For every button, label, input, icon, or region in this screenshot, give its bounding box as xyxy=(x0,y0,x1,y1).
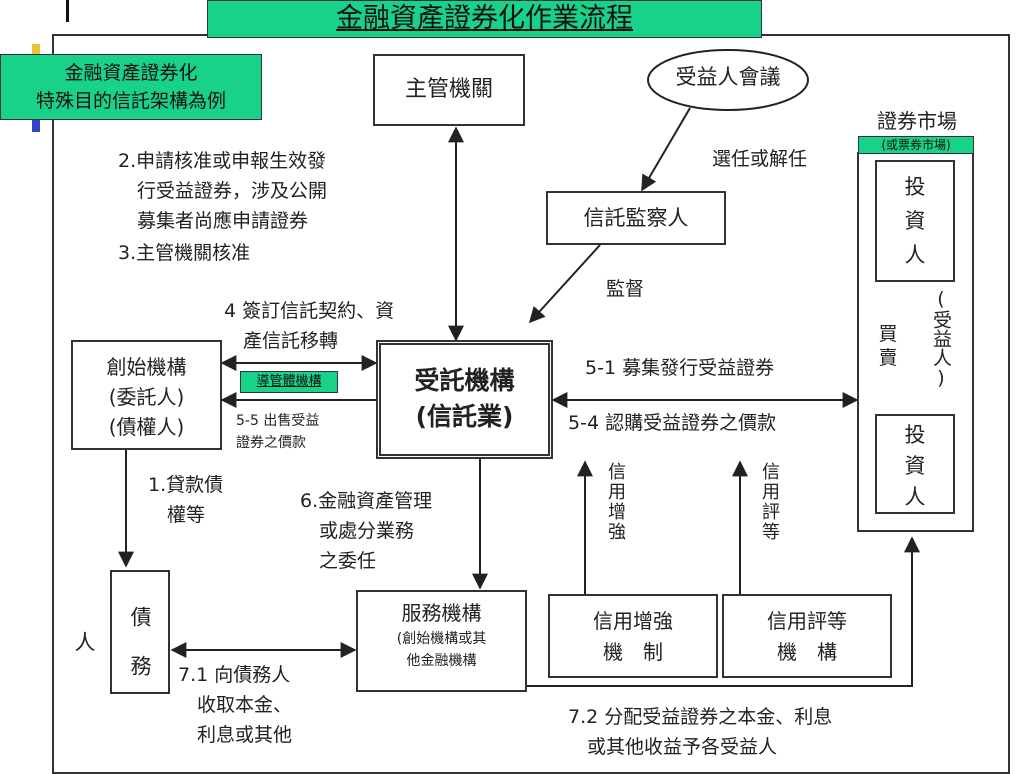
step2-label: 2.申請核准或申報生效發 行受益證券，涉及公開 募集者尚應申請證券 xyxy=(118,150,328,232)
step51-label: 5-1 募集發行受益證券 xyxy=(585,357,775,379)
conduit-badge: 導管體機構 xyxy=(240,371,338,393)
supervise-label: 監督 xyxy=(606,278,645,300)
investor-box-bottom: 投 資 人 xyxy=(875,414,955,514)
subtitle-badge: 金融資產證券化 特殊目的信託架構為例 xyxy=(0,54,262,120)
originator-box: 創始機構 (委託人) (債權人) xyxy=(71,340,222,450)
credit-enhancement-vertical-label: 信用增強 xyxy=(605,462,626,542)
buy-sell-label: 買 賣 xyxy=(878,323,898,369)
servicer-subtitle: (創始機構或其 他金融機構 xyxy=(396,631,487,669)
arrow-meeting-supervisor xyxy=(641,107,691,192)
authority-box: 主管機關 xyxy=(373,54,525,126)
beneficiary-meeting-label: 受益人會議 xyxy=(675,65,781,89)
step3-label: 3.主管機關核准 xyxy=(118,242,251,264)
servicer-box: 服務機構 (創始機構或其 他金融機構 xyxy=(356,590,527,692)
step4-label: 4 簽訂信託契約、資 產信託移轉 xyxy=(224,300,395,352)
servicer-title: 服務機構 xyxy=(401,601,482,625)
arrow-servicer-market xyxy=(527,536,920,687)
supervisor-box: 信託監察人 xyxy=(546,191,726,245)
trustee-box: 受託機構 (信託業) xyxy=(376,340,553,459)
arrow-supervisor-trustee xyxy=(528,244,601,324)
bullet-yellow xyxy=(32,44,40,60)
beneficiary-meeting-shape xyxy=(647,49,809,111)
beneficiary-label: (受益人) xyxy=(930,288,952,389)
step54-label: 5-4 認購受益證券之價款 xyxy=(568,412,777,434)
step6-label: 6.金融資產管理 或處分業務 之委任 xyxy=(300,490,433,572)
elect-label: 選任或解任 xyxy=(712,148,808,170)
debtor-box: 債 務 人 xyxy=(72,570,170,694)
investor-box-top: 投 資 人 xyxy=(875,160,955,282)
step71-label: 7.1 向債務人 收取本金、 利息或其他 xyxy=(178,664,293,746)
rating-vertical-label: 信用評等 xyxy=(759,462,780,542)
slide-marker xyxy=(66,0,69,22)
step72-label: 7.2 分配受益證券之本金、利息 或其他收益予各受益人 xyxy=(568,706,833,758)
bullet-blue xyxy=(32,116,40,132)
credit-enhancement-box: 信用增強 機 制 xyxy=(548,594,718,678)
step55-label: 5-5 出售受益 證券之價款 xyxy=(236,413,320,451)
page-title: 金融資產證券化作業流程 xyxy=(207,0,762,38)
market-title: 證券市場 xyxy=(877,109,957,133)
market-subtitle: (或票券市場) xyxy=(858,136,974,154)
rating-agency-box: 信用評等 機 構 xyxy=(722,594,892,678)
step1-label: 1.貸款債 權等 xyxy=(148,474,224,526)
